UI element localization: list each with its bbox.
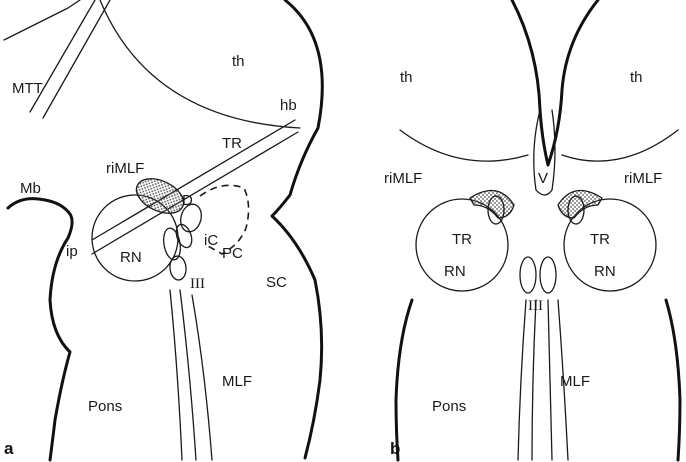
- mlf-b-line-3: [548, 300, 552, 460]
- label-rn-right: RN: [594, 263, 616, 280]
- label-th: th: [232, 53, 245, 70]
- panel-a-letter: a: [4, 439, 14, 458]
- mlf-line-2: [180, 290, 196, 460]
- label-mlf-b: MLF: [560, 373, 590, 390]
- panel-b: th th V riMLF riMLF TR TR RN RN III MLF …: [384, 0, 680, 460]
- label-iii-b: III: [528, 298, 543, 314]
- outline-b-left: [396, 300, 412, 460]
- outline-brainstem-right: [272, 0, 322, 458]
- tr-line-2: [92, 132, 298, 254]
- label-hb: hb: [280, 97, 297, 114]
- iii-nucleus-2: [169, 255, 187, 280]
- panel-b-letter: b: [390, 439, 400, 458]
- iii-right: [540, 257, 556, 293]
- label-rn: RN: [120, 249, 142, 266]
- label-mlf: MLF: [222, 373, 252, 390]
- rimlf-left: [470, 190, 514, 218]
- tr-line-1: [92, 120, 295, 240]
- label-th-left: th: [400, 69, 413, 86]
- mtt-line-2: [43, 0, 110, 118]
- label-pons: Pons: [88, 398, 122, 415]
- thalamus-arc-right: [562, 130, 678, 161]
- label-iii: III: [190, 276, 205, 292]
- label-pc: PC: [222, 245, 243, 262]
- thalamus-arc-left: [400, 130, 528, 161]
- label-ic: iC: [204, 232, 218, 249]
- label-pons-b: Pons: [432, 398, 466, 415]
- thalamus-arc: [100, 0, 300, 128]
- label-th-right: th: [630, 69, 643, 86]
- label-v: V: [538, 170, 548, 187]
- label-mtt: MTT: [12, 80, 43, 97]
- panel-a: MTT Mb th TR hb riMLF D iC PC ip RN III …: [4, 0, 322, 460]
- label-rimlf-right: riMLF: [624, 170, 662, 187]
- label-tr-left: TR: [452, 231, 472, 248]
- label-ip: ip: [66, 243, 78, 260]
- label-rimlf: riMLF: [106, 160, 144, 177]
- mlf-b-line-2: [532, 300, 536, 460]
- outline-b-right: [666, 300, 680, 460]
- label-d: D: [182, 192, 193, 209]
- mlf-line-1: [170, 290, 182, 460]
- rimlf-nucleus: [131, 172, 189, 220]
- outline-upper-left: [4, 0, 80, 40]
- label-sc: SC: [266, 274, 287, 291]
- label-rimlf-left: riMLF: [384, 170, 422, 187]
- label-mb: Mb: [20, 180, 41, 197]
- label-tr-right: TR: [590, 231, 610, 248]
- iii-left: [520, 257, 536, 293]
- label-tr: TR: [222, 135, 242, 152]
- outline-brainstem-left: [8, 199, 72, 460]
- rimlf-right: [558, 190, 602, 218]
- mlf-line-3: [192, 295, 212, 460]
- label-rn-left: RN: [444, 263, 466, 280]
- mlf-b-line-1: [518, 300, 526, 460]
